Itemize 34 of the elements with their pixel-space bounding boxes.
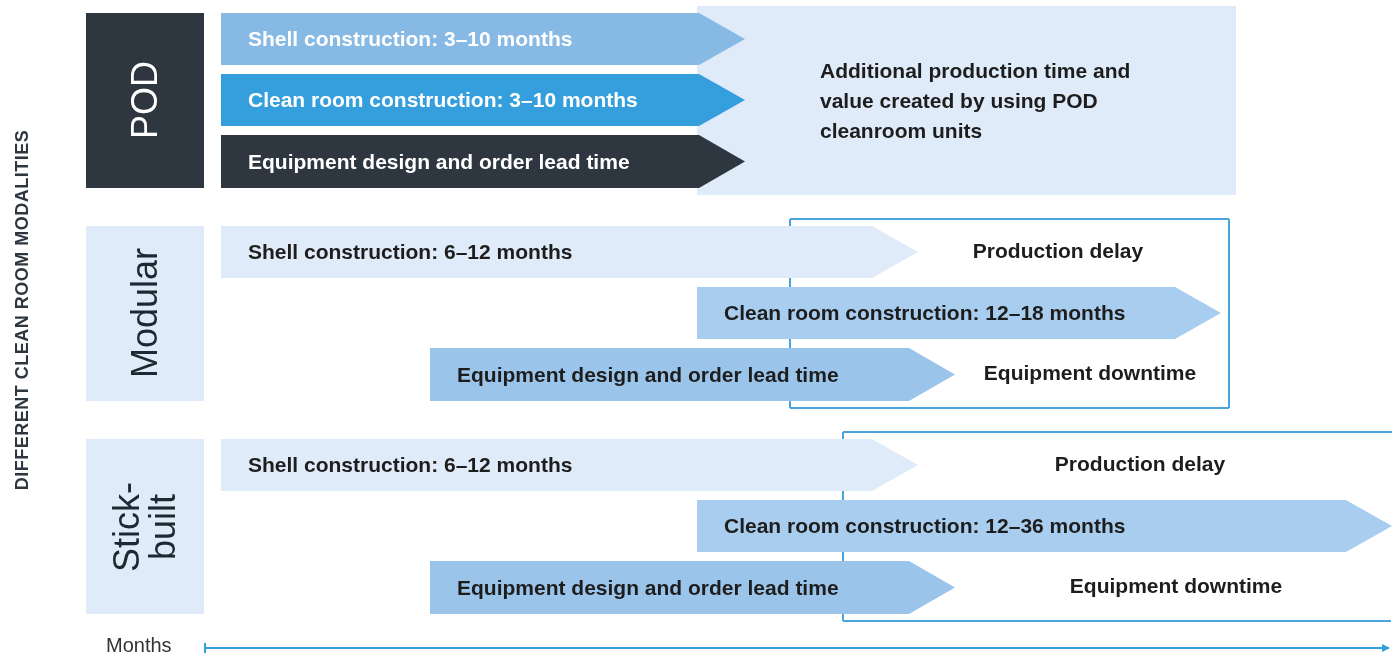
delay-label: Production delay <box>972 239 1144 263</box>
row-header <box>86 226 204 401</box>
chevron-bar <box>221 74 745 126</box>
delay-label: Equipment downtime <box>1069 574 1283 598</box>
chevron-bar <box>430 561 955 614</box>
row-header-text: Modular <box>127 248 163 379</box>
bar-label: Shell construction: 6–12 months <box>248 453 573 477</box>
chevron-bar <box>221 439 918 491</box>
benefit-panel <box>697 6 1236 195</box>
row-header-text: POD <box>127 61 163 140</box>
row-header <box>86 13 204 188</box>
chevron-bar <box>697 287 1221 339</box>
delay-label: Production delay <box>1054 452 1226 476</box>
bar-label: Clean room construction: 12–18 months <box>724 301 1126 325</box>
axis-title: DIFFERENT CLEAN ROOM MODALITIES <box>11 129 33 491</box>
chevron-bar <box>430 348 955 401</box>
row-header <box>86 439 204 614</box>
bar-label: Clean room construction: 12–36 months <box>724 514 1126 538</box>
row-header-text: Stick-built <box>109 480 181 574</box>
bar-label: Shell construction: 3–10 months <box>248 27 573 51</box>
chevron-bar <box>221 226 918 278</box>
benefit-text: Additional production time and value created by using POD cleanroom units <box>820 58 1132 144</box>
delay-label: Equipment downtime <box>983 361 1197 385</box>
axis-label: Months <box>106 634 172 656</box>
delay-outline-box <box>842 431 1392 622</box>
bar-label: Equipment design and order lead time <box>457 362 839 387</box>
delay-outline-box <box>789 218 1230 409</box>
bar-label: Shell construction: 6–12 months <box>248 240 573 264</box>
chevron-bar <box>221 13 745 65</box>
chevron-bar <box>697 500 1392 552</box>
bar-label: Equipment design and order lead time <box>248 149 630 174</box>
bar-label: Clean room construction: 3–10 months <box>248 88 638 112</box>
bar-label: Equipment design and order lead time <box>457 575 839 600</box>
chevron-bar <box>221 135 745 188</box>
